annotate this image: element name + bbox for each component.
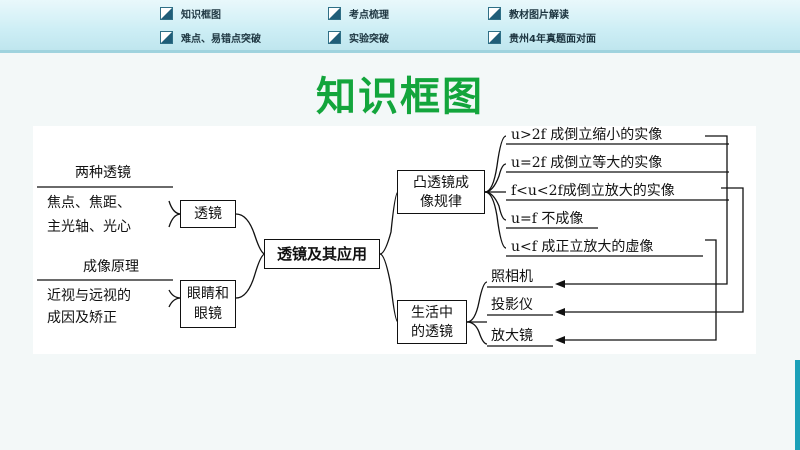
diagram-connectors [33,126,756,354]
nav-real-exams[interactable]: 贵州4年真题面对面 [488,29,596,45]
nav-bullet-icon [488,6,501,20]
node-eye-line1: 眼睛和 [187,286,229,302]
node-lens-label: 透镜 [194,206,222,222]
right-accent-bar [795,360,800,450]
content-focal-terms-line1: 焦点、焦距、 [47,195,131,211]
nav-label: 教材图片解读 [509,9,569,21]
nav-bullet-icon [328,30,341,44]
rule-item-5: u<f 成正立放大的虚像 [511,239,654,255]
top-navigation-bar: 知识框图 考点梳理 教材图片解读 难点、易错点突破 实验突破 贵州4年真题面对面 [0,0,800,50]
node-lenses-in-life: 生活中 的透镜 [397,300,467,344]
node-lens: 透镜 [180,200,236,228]
header-imaging-principle: 成像原理 [83,259,139,275]
rule-item-2: u=2f 成倒立等大的实像 [511,155,663,171]
rule-item-1: u>2f 成倒立缩小的实像 [511,127,663,143]
rule-item-4: u=f 不成像 [511,211,584,227]
rule-item-3: f<u<2f成倒立放大的实像 [511,183,675,199]
node-convex-line2: 像规律 [420,194,462,210]
node-convex-lens-rules: 凸透镜成 像规律 [397,170,485,214]
header-divider [0,50,800,53]
nav-bullet-icon [160,6,173,20]
nav-label: 贵州4年真题面对面 [509,33,596,45]
node-center: 透镜及其应用 [264,239,380,269]
content-vision-line1: 近视与远视的 [47,288,131,304]
nav-knowledge-map[interactable]: 知识框图 [160,5,221,21]
nav-exam-points[interactable]: 考点梳理 [328,5,389,21]
node-center-label: 透镜及其应用 [276,245,367,263]
life-item-magnifier: 放大镜 [491,328,533,344]
nav-label: 实验突破 [349,33,389,45]
knowledge-map-diagram: 两种透镜 焦点、焦距、 主光轴、光心 透镜 成像原理 近视与远视的 成因及矫正 … [33,126,756,354]
content-focal-terms-line2: 主光轴、光心 [47,219,131,235]
life-item-projector: 投影仪 [491,297,533,313]
life-item-camera: 照相机 [491,269,533,285]
content-vision-line2: 成因及矫正 [47,310,117,326]
node-eye-glasses: 眼睛和 眼镜 [180,280,236,328]
page-title: 知识框图 [316,74,484,120]
nav-bullet-icon [488,30,501,44]
header-two-lenses: 两种透镜 [75,165,131,181]
node-eye-line2: 眼镜 [194,306,222,322]
nav-experiments[interactable]: 实验突破 [328,29,389,45]
nav-label: 考点梳理 [349,9,389,21]
nav-label: 知识框图 [181,9,221,21]
node-life-line1: 生活中 [411,305,453,321]
node-life-line2: 的透镜 [411,324,453,340]
nav-bullet-icon [160,30,173,44]
nav-textbook-images[interactable]: 教材图片解读 [488,5,569,21]
node-convex-line1: 凸透镜成 [413,175,469,191]
nav-difficulties[interactable]: 难点、易错点突破 [160,29,261,45]
nav-bullet-icon [328,6,341,20]
nav-label: 难点、易错点突破 [181,33,261,45]
